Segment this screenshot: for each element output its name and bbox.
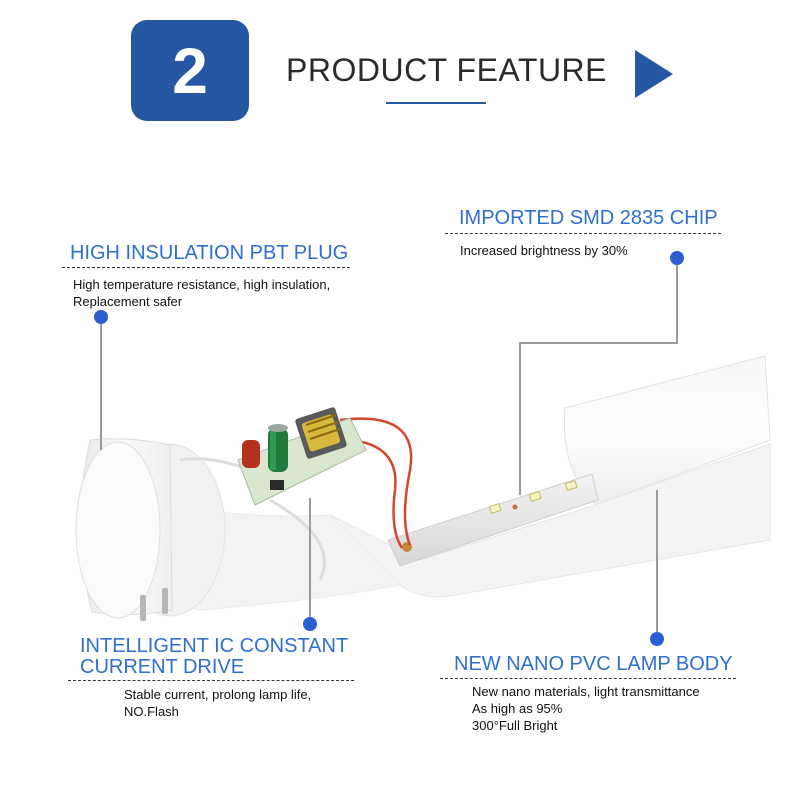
body-divider — [440, 678, 736, 679]
title-underline — [386, 102, 486, 104]
plug-feature-desc-line1: High temperature resistance, high insula… — [73, 277, 331, 292]
driver-board — [237, 407, 367, 506]
plug-divider — [62, 267, 350, 268]
led-chip-2 — [528, 490, 542, 502]
chip-dot — [670, 251, 684, 265]
plug-dot — [94, 310, 108, 324]
chip-leader — [519, 258, 678, 495]
play-arrow-icon — [635, 50, 673, 98]
driver-wire-red-2 — [349, 438, 404, 549]
lamp-diffuser — [329, 443, 771, 598]
plug-pin-right — [162, 588, 168, 614]
body-feature-desc-line3: 300°Full Bright — [472, 718, 558, 733]
chip-feature-desc: Increased brightness by 30% — [460, 243, 628, 258]
plug-cap-face — [75, 441, 161, 619]
plug-pin-left — [140, 595, 146, 621]
driver-feature-title-line2: CURRENT DRIVE — [80, 656, 245, 678]
body-feature-title: NEW NANO PVC LAMP BODY — [454, 653, 733, 675]
chip-divider — [445, 233, 721, 234]
plug-feature-desc-line2: Replacement safer — [73, 294, 183, 309]
led-chip-3 — [564, 479, 578, 491]
driver-feature-title-line1: INTELLIGENT IC CONSTANT — [80, 635, 349, 657]
page-title: PRODUCT FEATURE — [286, 52, 607, 88]
driver-wire-red — [339, 417, 413, 546]
plug-feature-title: HIGH INSULATION PBT PLUG — [70, 242, 349, 264]
driver-wire-white-2 — [269, 498, 326, 581]
driver-feature-desc-line2: NO.Flash — [124, 704, 179, 719]
driver-feature-desc-line1: Stable current, prolong lamp life, — [124, 687, 312, 702]
chip-feature-title: IMPORTED SMD 2835 CHIP — [459, 207, 718, 229]
driver-dot — [303, 617, 317, 631]
body-dot — [650, 632, 664, 646]
led-strip-pcb — [387, 473, 599, 567]
led-chip-1 — [488, 502, 502, 514]
body-feature-desc-line1: New nano materials, light transmittance — [472, 684, 700, 699]
lamp-body-shell — [563, 355, 771, 506]
driver-divider — [68, 680, 354, 681]
section-number-badge — [131, 20, 249, 121]
body-feature-desc-line2: As high as 95% — [472, 701, 563, 716]
section-number: 2 — [172, 34, 208, 107]
